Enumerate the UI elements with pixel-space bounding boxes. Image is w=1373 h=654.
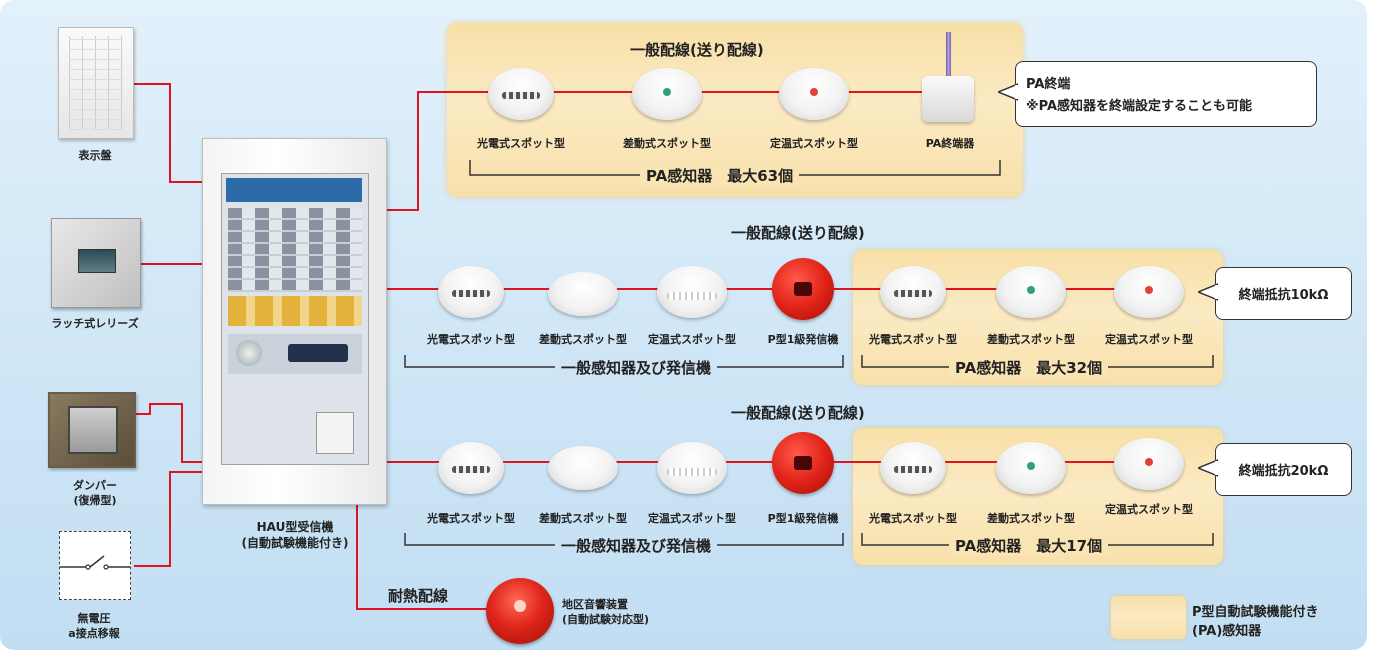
wire-display-panel (134, 83, 205, 183)
row2-pa-bracket-text: PA感知器 最大32個 (955, 359, 1103, 377)
row3-pa-label-1: 差動式スポット型 (987, 512, 1075, 525)
wire-damper (134, 403, 205, 463)
row3-differential-detector (548, 444, 618, 494)
heat-resistant-wiring-label: 耐熱配線 (388, 587, 449, 605)
row2-general-label-2: 定温式スポット型 (648, 333, 736, 346)
receiver-dial (236, 340, 262, 366)
row2-wiring-title: 一般配線(送り配線) (731, 224, 865, 242)
receiver-control-area (228, 334, 362, 374)
row2-photoelectric-detector (438, 262, 504, 322)
receiver-header (226, 178, 362, 202)
row3-pa-label-0: 光電式スポット型 (869, 512, 957, 525)
bell-label-2: (自動試験対応型) (562, 613, 650, 626)
row2-pa-label-2: 定温式スポット型 (1105, 333, 1193, 346)
row2-pa-label-0: 光電式スポット型 (869, 333, 957, 346)
pa-callout-line1: PA終端 (1026, 77, 1071, 92)
row3-pa-label-2: 定温式スポット型 (1105, 503, 1193, 516)
row1-differential-detector (632, 64, 702, 124)
damper-device (48, 392, 136, 468)
receiver-indicator-grid (228, 208, 362, 292)
bell-label-1: 地区音響装置 (562, 598, 628, 611)
row3-photoelectric-detector (438, 438, 504, 498)
row3-manual-call-point (772, 432, 834, 496)
pa-terminator-device (918, 32, 978, 126)
row3-general-label-2: 定温式スポット型 (648, 512, 736, 525)
row3-wiring-title: 一般配線(送り配線) (731, 404, 865, 422)
row2-general-label-3: P型1級発信機 (767, 333, 839, 346)
row3-general-bracket-label: 一般感知器及び発信機 (555, 535, 718, 556)
display-panel-device (58, 27, 134, 139)
receiver-display (288, 344, 348, 362)
callout-pointer (1198, 459, 1218, 477)
row1-pa-bracket-label: PA感知器 最大63個 (640, 165, 800, 186)
row2-resistor-text: 終端抵抗10kΩ (1238, 288, 1329, 303)
wire-no-voltage (134, 471, 205, 567)
pa-callout-line2: ※PA感知器を終端設定することも可能 (1026, 99, 1253, 114)
row3-resistor-callout: 終端抵抗20kΩ (1198, 443, 1352, 496)
row1-label-0: 光電式スポット型 (477, 137, 565, 150)
row2-general-label-0: 光電式スポット型 (427, 333, 515, 346)
latch-release-device (51, 218, 141, 308)
receiver-label-2: (自動試験機能付き) (241, 536, 349, 550)
alarm-bell-device (486, 578, 554, 644)
damper-label-2: (復帰型) (73, 494, 117, 507)
damper-label-1: ダンパー (73, 479, 117, 492)
latch-release-window (78, 249, 116, 273)
row3-pa-photoelectric-detector (880, 438, 946, 498)
row1-photoelectric-detector (488, 64, 554, 124)
latch-release-label: ラッチ式レリーズ (51, 317, 139, 330)
row2-pa-bracket-label: PA感知器 最大32個 (949, 357, 1109, 378)
row3-general-bracket-text: 一般感知器及び発信機 (561, 537, 712, 555)
row2-general-bracket-text: 一般感知器及び発信機 (561, 359, 712, 377)
row1-label-1: 差動式スポット型 (623, 137, 711, 150)
legend-label-2: (PA)感知器 (1192, 624, 1262, 639)
display-panel-label: 表示盤 (78, 149, 112, 162)
receiver-front-panel (221, 173, 369, 465)
contact-symbol-icon (60, 555, 130, 570)
row2-manual-call-point (772, 258, 834, 322)
row3-fixed-temp-detector (657, 438, 727, 498)
row1-label-3: PA終端器 (925, 137, 975, 150)
no-voltage-label-1: 無電圧 (77, 612, 111, 625)
row2-fixed-temp-detector (657, 262, 727, 322)
wire-bell (356, 500, 490, 610)
row3-general-label-0: 光電式スポット型 (427, 512, 515, 525)
row3-pa-fixed-temp-detector (1114, 434, 1184, 494)
receiver-zone-labels (228, 296, 362, 326)
row3-resistor-text: 終端抵抗20kΩ (1238, 464, 1329, 479)
receiver-cabinet (202, 138, 387, 505)
row2-general-bracket-label: 一般感知器及び発信機 (555, 357, 718, 378)
row3-general-label-1: 差動式スポット型 (539, 512, 627, 525)
callout-pointer (1198, 283, 1218, 301)
row2-pa-label-1: 差動式スポット型 (987, 333, 1075, 346)
display-panel-grid (69, 36, 123, 130)
row2-pa-photoelectric-detector (880, 262, 946, 322)
callout-pointer (998, 83, 1018, 101)
legend-swatch (1111, 596, 1186, 639)
row1-pa-bracket-text: PA感知器 最大63個 (646, 167, 794, 185)
row1-label-2: 定温式スポット型 (770, 137, 858, 150)
no-voltage-label-2: a接点移報 (68, 627, 120, 640)
row3-general-label-3: P型1級発信機 (767, 512, 839, 525)
row3-pa-differential-detector (996, 438, 1066, 498)
receiver-printer-slot (316, 412, 354, 454)
row2-resistor-callout: 終端抵抗10kΩ (1198, 267, 1352, 320)
row3-pa-bracket-label: PA感知器 最大17個 (949, 535, 1109, 556)
no-voltage-contact-box (59, 531, 131, 600)
row3-pa-bracket-text: PA感知器 最大17個 (955, 537, 1103, 555)
damper-opening (68, 406, 118, 454)
row2-differential-detector (548, 270, 618, 320)
receiver-label-1: HAU型受信機 (256, 520, 334, 534)
row1-fixed-temp-detector (779, 64, 849, 124)
pa-terminator-callout: PA終端 ※PA感知器を終端設定することも可能 (998, 61, 1317, 127)
row2-pa-differential-detector (996, 262, 1066, 322)
row1-wiring-title: 一般配線(送り配線) (630, 41, 764, 59)
row2-general-label-1: 差動式スポット型 (539, 333, 627, 346)
legend-label-1: P型自動試験機能付き (1192, 605, 1319, 620)
row2-pa-fixed-temp-detector (1114, 262, 1184, 322)
